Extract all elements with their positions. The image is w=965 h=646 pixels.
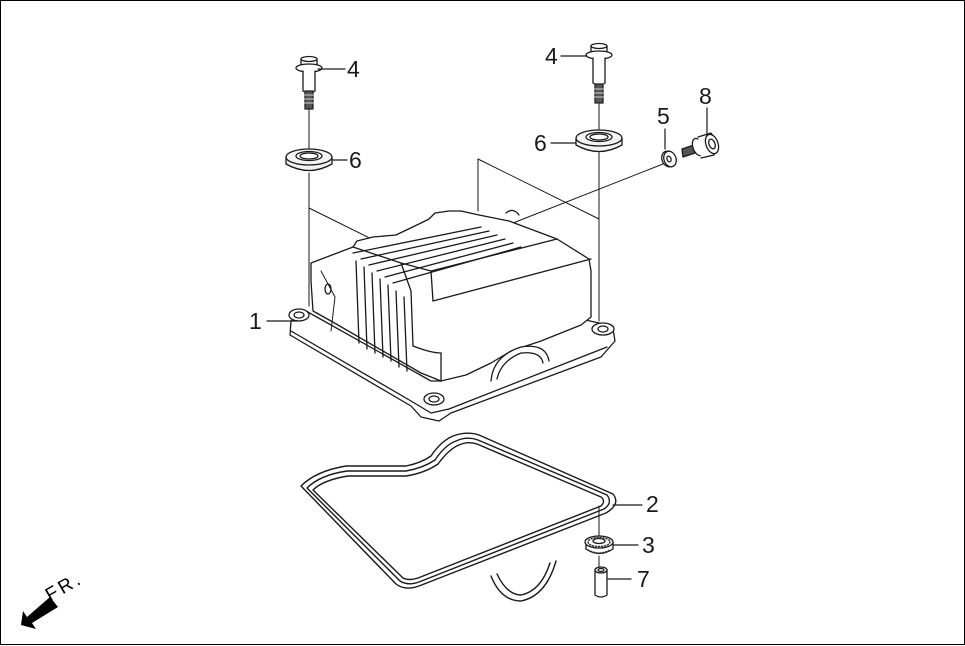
callout-2: 2 <box>646 491 659 517</box>
callout-1: 1 <box>249 308 262 334</box>
callout-4-left: 4 <box>347 56 360 82</box>
callout-6-right: 6 <box>534 130 547 156</box>
part-4-right-bolt <box>585 42 613 104</box>
part-6-right-grommet <box>575 129 623 153</box>
callout-6-left: 6 <box>349 147 362 173</box>
callout-7: 7 <box>637 566 650 592</box>
callout-3: 3 <box>642 532 655 558</box>
front-direction-arrow-icon <box>21 597 58 629</box>
callout-4-right: 4 <box>545 43 558 69</box>
part-4-left-bolt <box>295 55 323 110</box>
part-3-seal-washer <box>584 535 614 555</box>
callout-5: 5 <box>657 103 670 129</box>
callout-leaders <box>266 55 708 580</box>
part-5-washer <box>661 150 677 168</box>
part-7-dowel-pin <box>594 566 608 598</box>
part-2-gasket <box>300 432 617 602</box>
part-6-left-grommet <box>285 148 333 172</box>
part-1-cylinder-head-cover <box>288 209 616 422</box>
part-8-bolt <box>681 132 720 159</box>
callout-8: 8 <box>699 83 712 109</box>
